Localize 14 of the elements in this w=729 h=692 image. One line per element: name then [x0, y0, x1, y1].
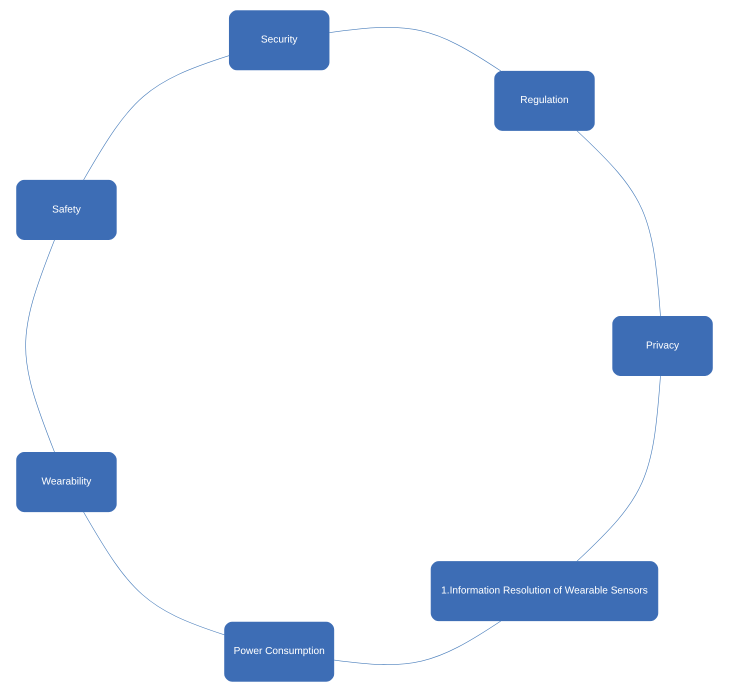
node-box: Power Consumption — [224, 622, 334, 682]
connector — [328, 27, 502, 72]
connector — [576, 130, 661, 317]
node-box: 1.Information Resolution of Wearable Sensors — [430, 561, 658, 622]
node-box: Security — [228, 10, 330, 70]
node-box: Privacy — [612, 316, 713, 376]
connector — [576, 376, 661, 562]
connector — [83, 55, 230, 180]
connector — [334, 620, 502, 665]
connector — [83, 512, 225, 636]
node-box: Wearability — [16, 452, 117, 512]
connector — [25, 240, 55, 452]
node-box: Regulation — [494, 70, 595, 131]
node-box: Safety — [16, 180, 117, 240]
